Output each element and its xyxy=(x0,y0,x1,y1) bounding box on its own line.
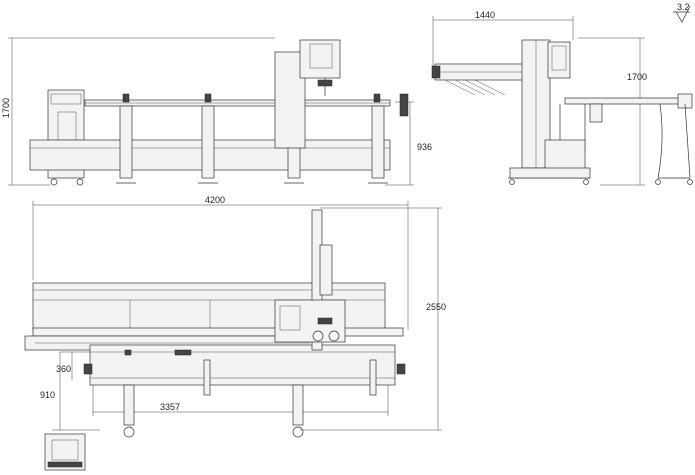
dim-plan-inner-length: 3357 xyxy=(160,402,180,412)
dim-plan-width: 2550 xyxy=(426,302,446,312)
dim-side-height: 1700 xyxy=(1,98,11,118)
side-view: 1700 936 xyxy=(1,37,432,186)
dim-end-width: 1440 xyxy=(475,10,495,20)
surface-finish-value: 3.2 xyxy=(677,2,690,12)
dim-plan-offset-b: 910 xyxy=(40,390,55,400)
dim-end-height: 1700 xyxy=(627,72,647,82)
end-view: 1440 1700 xyxy=(431,10,693,186)
plan-view: 4200 2550 360 910 3357 xyxy=(24,195,446,471)
dim-plan-length: 4200 xyxy=(205,195,225,205)
dim-plan-offset-a: 360 xyxy=(56,364,71,374)
surface-finish-symbol: 3.2 xyxy=(673,2,691,23)
dim-side-table-height: 936 xyxy=(417,142,432,152)
